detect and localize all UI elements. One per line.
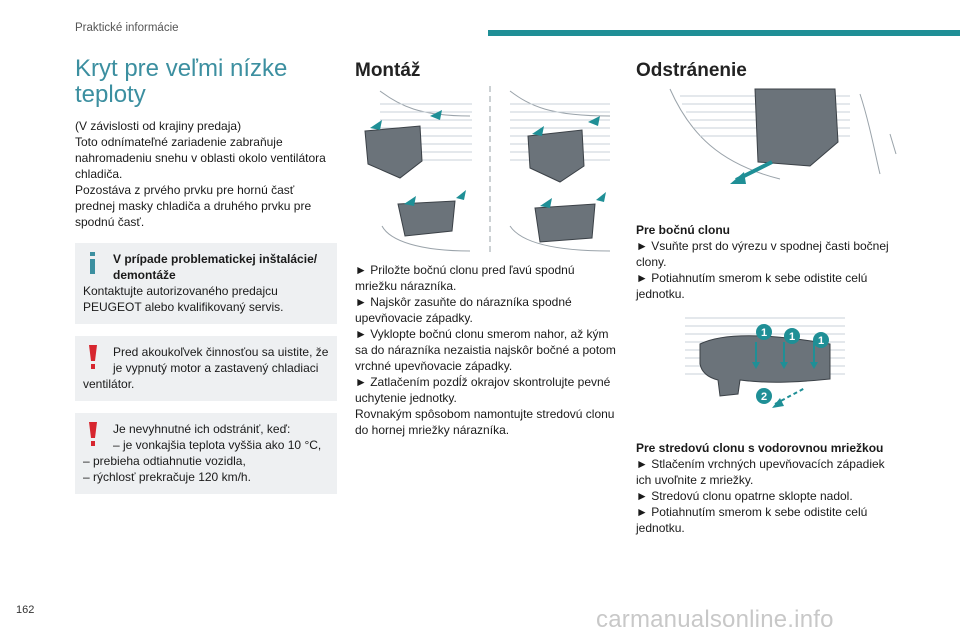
callout-1b: 1	[784, 328, 800, 344]
step-line: sa do nárazníka nezaistia najskôr bočné …	[355, 343, 616, 357]
svg-text:1: 1	[789, 331, 795, 343]
warning-2-line-3: – prebieha odtiahnutie vozidla,	[83, 454, 246, 468]
intro-line: Pozostáva z prvého prvku pre hornú časť	[75, 183, 295, 197]
svg-text:2: 2	[761, 391, 767, 403]
step-line: do hornej mriežky nárazníka.	[355, 423, 510, 437]
info-icon	[90, 252, 95, 274]
step-line: ► Vsuňte prst do výrezu v spodnej časti …	[636, 239, 889, 253]
warning-icon	[89, 345, 97, 369]
page-title: Kryt pre veľmi nízke teploty	[75, 56, 337, 108]
intro-line: chladiča.	[75, 167, 123, 181]
center-removal-illustration: 1 1 1 2	[685, 317, 845, 408]
step-line: ► Vyklopte bočnú clonu smerom nahor, až …	[355, 327, 609, 341]
warning-1-line-3: ventilátor.	[83, 377, 135, 391]
step-line: uchytenie jednotky.	[355, 391, 457, 405]
step-line: jednotku.	[636, 287, 685, 301]
intro-line: spodnú časť.	[75, 215, 145, 229]
section-label: Praktické informácie	[75, 22, 179, 34]
warning-2-line-2: – je vonkajšia teplota vyššia ako 10 °C,	[113, 438, 322, 452]
page-number: 162	[16, 604, 35, 616]
column-2: Montáž	[355, 60, 617, 82]
step-line: ► Stredovú clonu opatrne sklopte nadol.	[636, 489, 853, 503]
side-removal-text: Pre bočnú clonu ► Vsuňte prst do výrezu …	[636, 222, 906, 302]
svg-text:1: 1	[818, 335, 824, 347]
intro-line: nahromadeniu snehu v oblasti okolo venti…	[75, 151, 326, 165]
side-removal-title: Pre bočnú clonu	[636, 223, 731, 237]
intro-line: (V závislosti od krajiny predaja)	[75, 119, 242, 133]
warning-note-1: Pred akoukoľvek činnosťou sa uistite, že…	[75, 336, 337, 401]
title-line-2: teploty	[75, 81, 146, 108]
step-line: vrchné upevňovacie západky.	[355, 359, 513, 373]
center-removal-text: Pre stredovú clonu s vodorovnou mriežkou…	[636, 440, 906, 536]
intro-text: (V závislosti od krajiny predaja) Toto o…	[75, 118, 337, 230]
center-removal-title: Pre stredovú clonu s vodorovnou mriežkou	[636, 441, 884, 455]
montaz-illustration	[364, 86, 611, 256]
step-line: mriežku nárazníka.	[355, 279, 457, 293]
step-line: ► Potiahnutím smerom k sebe odistite cel…	[636, 271, 868, 285]
callout-1a: 1	[756, 324, 772, 340]
info-note-text: Kontaktujte autorizovaného predajcu	[83, 284, 278, 298]
montaz-steps: ► Priložte bočnú clonu pred ľavú spodnú …	[355, 262, 617, 438]
callout-2: 2	[756, 388, 772, 404]
montaz-heading: Montáž	[355, 60, 421, 81]
step-line: jednotku.	[636, 521, 685, 535]
info-note-title-2: demontáže	[113, 268, 176, 282]
title-line-1: Kryt pre veľmi nízke	[75, 55, 288, 82]
side-removal-illustration	[669, 88, 897, 184]
step-line: upevňovacie západky.	[355, 311, 473, 325]
step-line: ► Stlačením vrchných upevňovacích západi…	[636, 457, 885, 471]
info-note-title-1: V prípade problematickej inštalácie/	[113, 252, 318, 266]
watermark: carmanualsonline.info	[596, 606, 834, 633]
callout-1c: 1	[813, 332, 829, 348]
step-line: ► Potiahnutím smerom k sebe odistite cel…	[636, 505, 868, 519]
step-line: ich uvoľnite z mriežky.	[636, 473, 754, 487]
intro-line: Toto odnímateľné zariadenie zabraňuje	[75, 135, 283, 149]
column-3: Odstránenie	[636, 60, 898, 82]
svg-text:1: 1	[761, 327, 767, 339]
info-note: V prípade problematickej inštalácie/ dem…	[75, 243, 337, 324]
warning-2-line-1: Je nevyhnutné ich odstrániť, keď:	[113, 422, 291, 436]
warning-icon	[89, 422, 97, 446]
header-accent-bar	[488, 30, 960, 36]
intro-line: prednej masky chladiča a druhého prvku p…	[75, 199, 312, 213]
odstranenie-heading: Odstránenie	[636, 60, 747, 81]
step-line: ► Najskôr zasuňte do nárazníka spodné	[355, 295, 572, 309]
warning-note-2: Je nevyhnutné ich odstrániť, keď: – je v…	[75, 413, 337, 494]
step-line: ► Zatlačením pozdĺž okrajov skontrolujte…	[355, 375, 611, 389]
warning-2-line-4: – rýchlosť prekračuje 120 km/h.	[83, 470, 251, 484]
column-1: Kryt pre veľmi nízke teploty (V závislos…	[75, 56, 337, 494]
warning-1-line-2: je vypnutý motor a zastavený chladiaci	[113, 361, 319, 375]
step-line: Rovnakým spôsobom namontujte stredovú cl…	[355, 407, 615, 421]
step-line: ► Priložte bočnú clonu pred ľavú spodnú	[355, 263, 575, 277]
warning-1-line-1: Pred akoukoľvek činnosťou sa uistite, že	[113, 345, 329, 359]
step-line: clony.	[636, 255, 667, 269]
info-note-text: PEUGEOT alebo kvalifikovaný servis.	[83, 300, 284, 314]
